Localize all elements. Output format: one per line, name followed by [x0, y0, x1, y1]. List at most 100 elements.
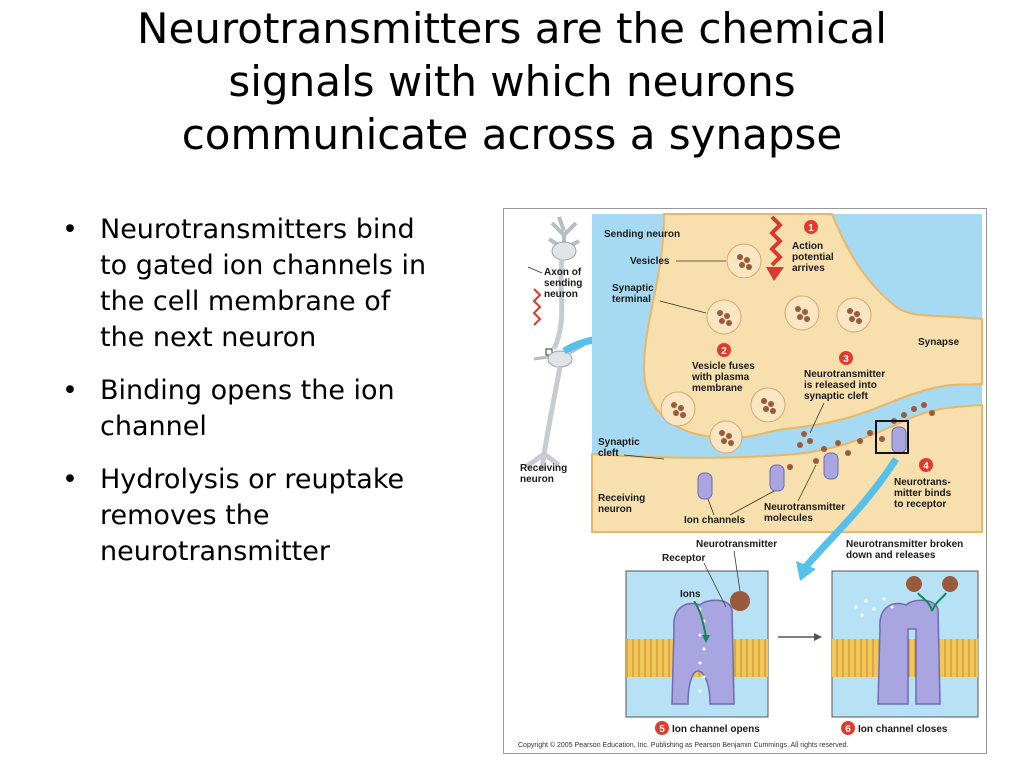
synapse-diagram: Axon of sending neuron Receiving neuron: [518, 213, 983, 749]
step-number: 5: [659, 724, 665, 735]
released-label: synaptic cleft: [804, 391, 869, 402]
receptor-pointer: [703, 562, 727, 608]
title-line-3: communicate across a synapse: [181, 110, 843, 159]
action-arrowhead-icon: [766, 267, 784, 281]
bullet-dot: •: [62, 375, 78, 406]
channel-closes-label: Ion channel closes: [858, 724, 948, 735]
nt-molecules-label: Neurotransmitter: [764, 502, 845, 513]
nt-molecules-label: molecules: [764, 513, 813, 524]
synapse-panel: 1 2 3 4 Sending neuron Vesicles Synaptic…: [591, 213, 983, 533]
step-number: 4: [923, 461, 929, 472]
receiving-axon-icon: [524, 366, 563, 472]
bullet-text: Hydrolysis or reuptake: [100, 464, 405, 495]
channel-opens-label: Ion channel opens: [672, 724, 760, 735]
vesicle: [709, 420, 743, 454]
vesicle: [660, 391, 696, 427]
bullet-text: Binding opens the ion: [100, 375, 395, 406]
action-potential-label: Action: [792, 241, 823, 252]
action-potential-label: potential: [792, 252, 834, 263]
sending-neuron-label: Sending neuron: [604, 229, 680, 240]
vesicle: [706, 299, 742, 335]
bullet-item: • Neurotransmitters bind to gated ion ch…: [58, 212, 498, 356]
axon-label: neuron: [544, 289, 578, 300]
ion-channel-icon: [697, 472, 713, 500]
synapse-figure: Axon of sending neuron Receiving neuron: [503, 208, 987, 754]
binds-receptor-label: to receptor: [894, 499, 946, 510]
copyright-text: Copyright © 2005 Pearson Education, Inc.…: [518, 741, 848, 749]
bullet-dot: •: [62, 464, 78, 495]
closed-channel-icon: [877, 599, 941, 705]
open-channel-icon: [671, 599, 735, 705]
vesicles-label: Vesicles: [630, 256, 670, 267]
step-number: 3: [843, 354, 849, 365]
channel-opens-panel: Ions Neurotransmitter Receptor 5 Ion cha…: [625, 539, 777, 735]
vesicle-fuses-label: membrane: [692, 383, 743, 394]
vesicle: [836, 297, 872, 333]
cleft-pointer: [623, 454, 665, 460]
ion-channels-pointer: [729, 490, 775, 516]
nt-molecules-pointer: [797, 464, 817, 502]
receptor-label: Receptor: [662, 553, 705, 564]
step-number: 6: [845, 724, 851, 735]
step-badge: [804, 220, 818, 234]
action-potential-label: arrives: [792, 263, 825, 274]
vesicle: [750, 387, 786, 423]
vesicle-fuses-label: Vesicle fuses: [692, 361, 755, 372]
neurotransmitter-pointer: [733, 550, 741, 592]
receiving-soma-icon: [547, 350, 573, 368]
receiving-neuron-label: neuron: [598, 504, 632, 515]
bullet-list: • Neurotransmitters bind to gated ion ch…: [58, 212, 498, 587]
vesicle-fuses-label: with plasma: [691, 372, 750, 383]
step-badge: [655, 721, 669, 735]
bullet-text: the cell membrane of: [100, 286, 391, 317]
bullet-dot: •: [62, 214, 78, 245]
impulse-icon: [532, 288, 542, 326]
bullet-item: • Binding opens the ion channel: [58, 373, 498, 445]
ion-channels-pointer: [707, 498, 715, 516]
axon-label: sending: [544, 278, 582, 289]
broken-nt-icon: [906, 576, 922, 592]
bullet-text: the next neuron: [100, 322, 317, 353]
synaptic-cleft-label: Synaptic: [598, 437, 640, 448]
binds-receptor-label: Neurotrans-: [894, 477, 951, 488]
step-badge: [919, 458, 933, 472]
bullet-text: channel: [100, 411, 207, 442]
bullet-text: to gated ion channels in: [100, 250, 427, 281]
receiving-neuron-label: Receiving: [520, 463, 567, 474]
vesicles: [660, 243, 872, 454]
ion-flow-icon: [693, 600, 707, 638]
axon-pointer: [527, 266, 543, 274]
released-pointer: [809, 402, 825, 434]
neurotransmitter-label: Neurotransmitter: [696, 539, 777, 550]
broken-down-label: down and releases: [846, 550, 936, 561]
ion-channels-label: Ion channels: [684, 515, 746, 526]
ion-channels: [697, 420, 909, 500]
released-label: Neurotransmitter: [804, 369, 885, 380]
receiving-membrane: [591, 403, 983, 533]
broken-nt-icon: [942, 576, 958, 592]
ion-channel-icon: [891, 426, 907, 454]
axon-label: Axon of: [544, 267, 582, 278]
vesicle: [726, 243, 762, 279]
ion-channel-icon: [769, 464, 785, 492]
bullet-text: removes the: [100, 500, 270, 531]
bound-neurotransmitter-icon: [730, 591, 750, 611]
ion-flow-arrowhead-icon: [702, 635, 710, 643]
highlight-box: [875, 420, 909, 454]
bullet-text: Neurotransmitters bind: [100, 214, 415, 245]
release-arrows-icon: [917, 592, 947, 612]
detail-arrow-icon: [801, 457, 899, 572]
synaptic-terminal-label: terminal: [612, 294, 651, 305]
title-line-2: signals with which neurons: [228, 57, 796, 106]
bullet-text: neurotransmitter: [100, 536, 330, 567]
ion-channel-icon: [823, 452, 839, 480]
step-badge: [839, 351, 853, 365]
ions-label: Ions: [680, 589, 701, 600]
synapse-label: Synapse: [918, 337, 960, 348]
receiving-neuron-label: Receiving: [598, 493, 645, 504]
released-label: is released into: [804, 380, 877, 391]
step-number: 2: [721, 346, 727, 357]
sending-soma-icon: [551, 241, 577, 261]
synaptic-terminal-label: Synaptic: [612, 283, 654, 294]
sending-dendrites-icon: [547, 216, 580, 252]
